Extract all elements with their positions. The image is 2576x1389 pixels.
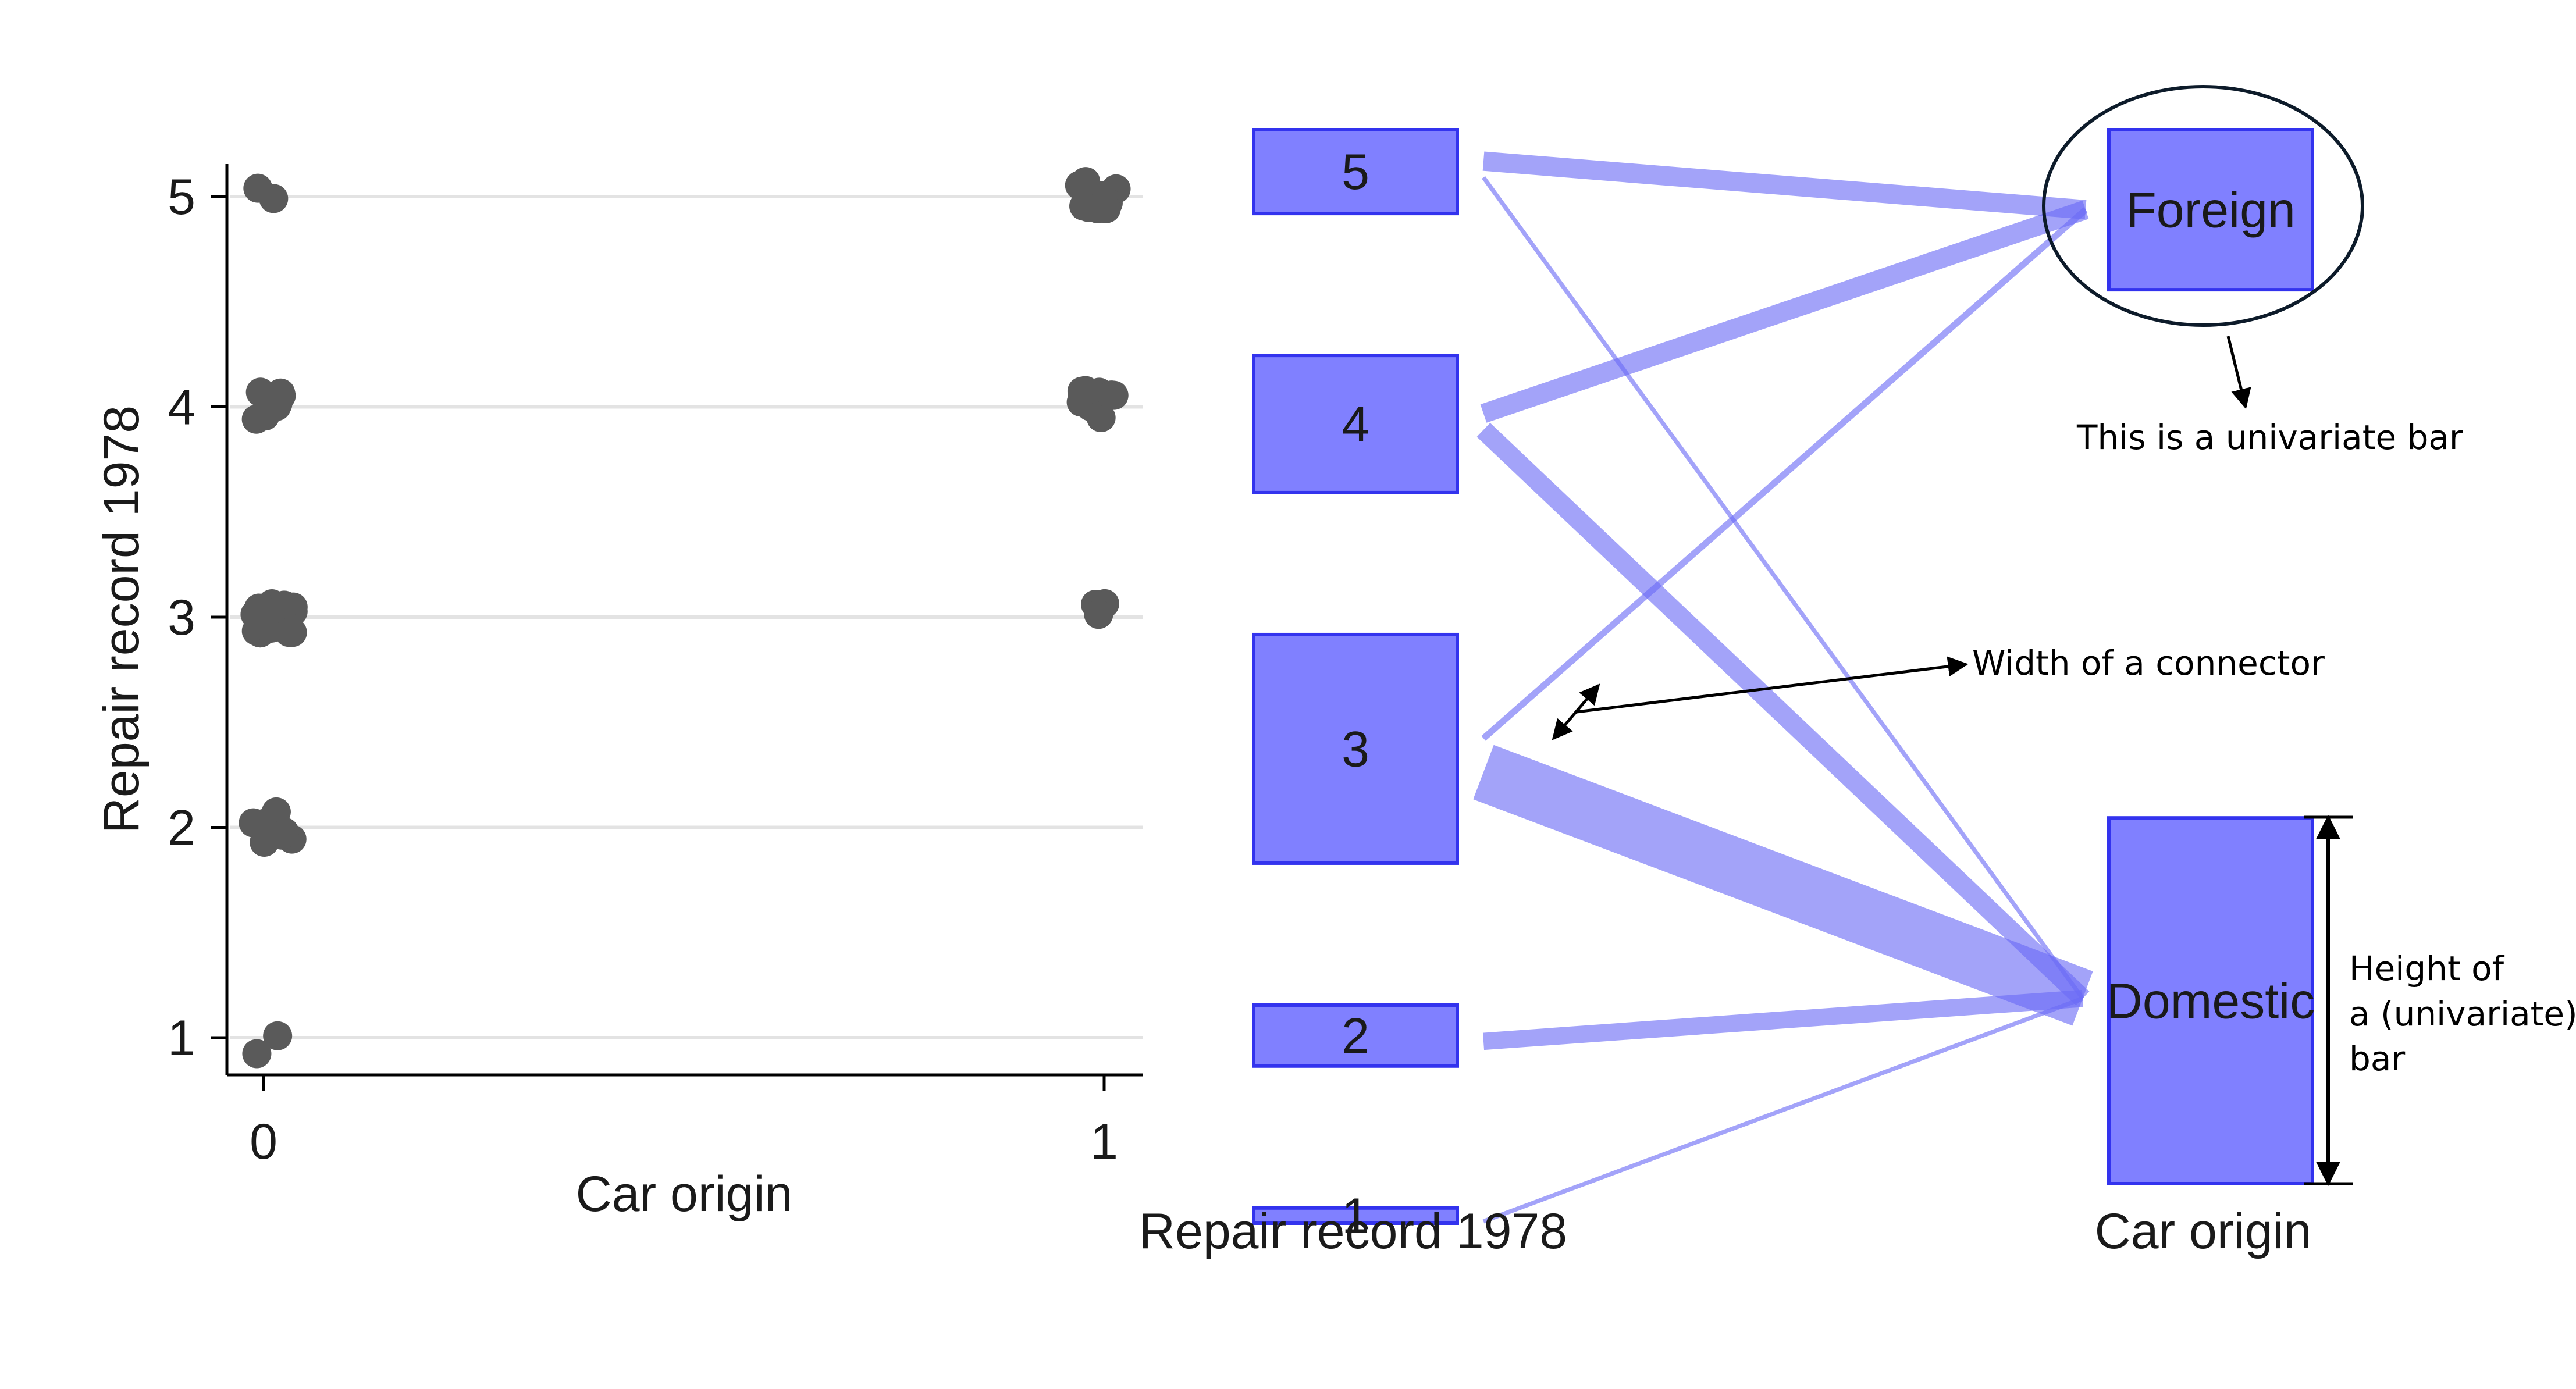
y-tick-label: 2 <box>168 800 195 856</box>
left-bar-label: 2 <box>1342 1008 1369 1064</box>
data-point <box>269 590 299 620</box>
connector-2-Domestic <box>1482 989 2084 1050</box>
right-bar-foreign <box>2107 128 2314 292</box>
connector-1-Domestic <box>1482 996 2084 1224</box>
connector-3-Foreign <box>1481 207 2088 741</box>
data-point <box>263 1021 293 1050</box>
connector-width-pointer-arrow <box>1576 656 1969 714</box>
data-point <box>1070 376 1100 405</box>
left-bar-label: 3 <box>1342 721 1369 777</box>
left-bar-label: 1 <box>1342 1188 1369 1244</box>
bar-height-annotation-line-3: bar <box>2349 1039 2405 1078</box>
connector-3-Domestic <box>1473 745 2093 1026</box>
x-tick-label: 0 <box>250 1114 277 1170</box>
left-bar-label: 5 <box>1342 144 1369 200</box>
data-point <box>242 1039 272 1069</box>
left-bar-5 <box>1252 128 1459 216</box>
right-bar-label: Domestic <box>2107 974 2315 1030</box>
data-point <box>245 377 275 407</box>
scatter-x-axis-title: Car origin <box>576 1166 793 1222</box>
y-tick-label: 4 <box>168 380 195 436</box>
scatter-gridlines <box>230 195 1143 1039</box>
left-bar-label: 4 <box>1342 397 1369 453</box>
bar-height-annotation-line-2: a (univariate) <box>2349 994 2576 1034</box>
univariate-bar-annotation: This is a univariate bar <box>2076 418 2463 457</box>
data-point <box>243 173 273 203</box>
connector-width-double-arrow <box>1552 683 1600 740</box>
y-tick-label: 3 <box>168 590 195 646</box>
right-bar-domestic <box>2107 816 2314 1185</box>
univariate-bar-highlight-circle <box>2042 85 2364 327</box>
data-point <box>239 808 268 838</box>
y-tick-label: 1 <box>168 1010 195 1066</box>
connector-5-Domestic <box>1482 176 2084 1000</box>
data-point <box>1084 600 1113 629</box>
connector-4-Foreign <box>1480 200 2089 423</box>
data-point <box>1097 380 1126 410</box>
connectors <box>1473 151 2093 1224</box>
x-tick-label: 1 <box>1090 1114 1118 1170</box>
left-axis-title: Repair record 1978 <box>1139 1203 1567 1259</box>
data-point <box>1073 193 1103 222</box>
bar-height-annotation-line-1: Height of <box>2349 949 2505 988</box>
y-tick-label: 5 <box>168 169 195 225</box>
univariate-bar-pointer-arrow <box>2226 336 2251 409</box>
left-bar-2 <box>1252 1003 1459 1068</box>
scatter-y-axis-title: Repair record 1978 <box>94 405 150 834</box>
scatter-points <box>239 167 1131 1069</box>
data-point <box>274 618 304 647</box>
left-bar-3 <box>1252 632 1459 865</box>
left-bar-4 <box>1252 354 1459 494</box>
data-point <box>1071 167 1101 197</box>
right-bar-label: Foreign <box>2126 183 2296 238</box>
right-axis-title: Car origin <box>2095 1203 2312 1259</box>
connector-width-annotation: Width of a connector <box>1972 643 2325 683</box>
connector-4-Domestic <box>1476 422 2090 1006</box>
data-point <box>250 611 279 640</box>
connector-5-Foreign <box>1482 151 2087 220</box>
annotations: This is a univariate bar Width of a conn… <box>1552 85 2576 1187</box>
left-bar-1 <box>1252 1206 1459 1226</box>
